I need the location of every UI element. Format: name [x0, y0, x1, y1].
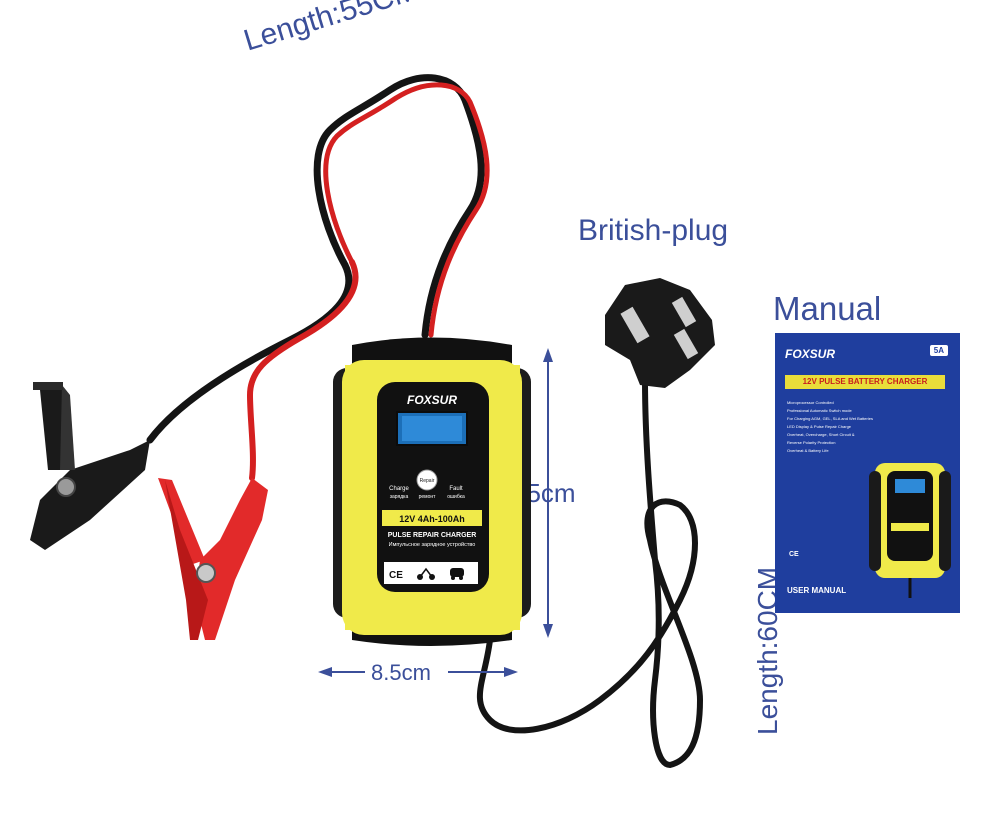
british-plug — [605, 278, 715, 388]
manual-brand: FOXSUR — [785, 347, 836, 361]
black-clamp — [30, 382, 150, 550]
car-icon — [450, 568, 464, 580]
charger-brand: FOXSUR — [407, 393, 457, 407]
manual-amps: 5A — [929, 345, 948, 356]
charger-title: PULSE REPAIR CHARGER — [388, 532, 477, 539]
manual-feature: Reverse Polarity Protection — [787, 440, 836, 445]
manual-charger-image — [869, 463, 951, 598]
charger-body — [333, 337, 531, 646]
fault-label: Fault — [449, 486, 463, 492]
charge-ru-label: зарядка — [390, 494, 409, 500]
ce-mark: CE — [389, 570, 403, 581]
manual-feature: Microprocessor Controlled — [787, 400, 834, 405]
width-arrow — [318, 667, 518, 677]
motorcycle-icon — [417, 567, 435, 580]
manual-feature: LED Display & Pulse Repair Charge — [787, 424, 852, 429]
red-clamp — [158, 478, 268, 640]
manual-feature: Overheat & Battery Life — [787, 448, 829, 453]
charger-spec: 12V 4Ah-100Ah — [399, 514, 465, 524]
manual-feature-list: Microprocessor Controlled Professional A… — [787, 399, 873, 455]
manual-feature: For Charging AGM, GEL, SLA and Wet Batte… — [787, 416, 873, 421]
manual-ce-mark: CE — [789, 551, 799, 558]
mains-cord — [476, 377, 704, 769]
repair-button-label: Repair — [420, 478, 435, 484]
manual-footer: USER MANUAL — [787, 586, 847, 595]
repair-ru-label: ремонт — [419, 494, 437, 500]
charge-label: Charge — [389, 486, 409, 492]
plug-type-label: British-plug — [578, 214, 729, 247]
manual-feature: Overheat, Overcharge, Short Circuit & — [787, 432, 855, 437]
manual-label: Manual — [773, 290, 882, 327]
output-cables — [146, 74, 490, 481]
manual-feature: Professional Automatic Switch mode — [787, 408, 852, 413]
height-arrow — [543, 348, 553, 638]
charger-subtitle-ru: Импульсное зарядное устройство — [389, 541, 476, 548]
width-label: 8.5cm — [371, 660, 431, 685]
fault-ru-label: ошибка — [447, 494, 465, 500]
manual-banner: 12V PULSE BATTERY CHARGER — [785, 375, 945, 389]
manual-cover: FOXSUR 5A 12V PULSE BATTERY CHARGER Micr… — [775, 333, 960, 613]
